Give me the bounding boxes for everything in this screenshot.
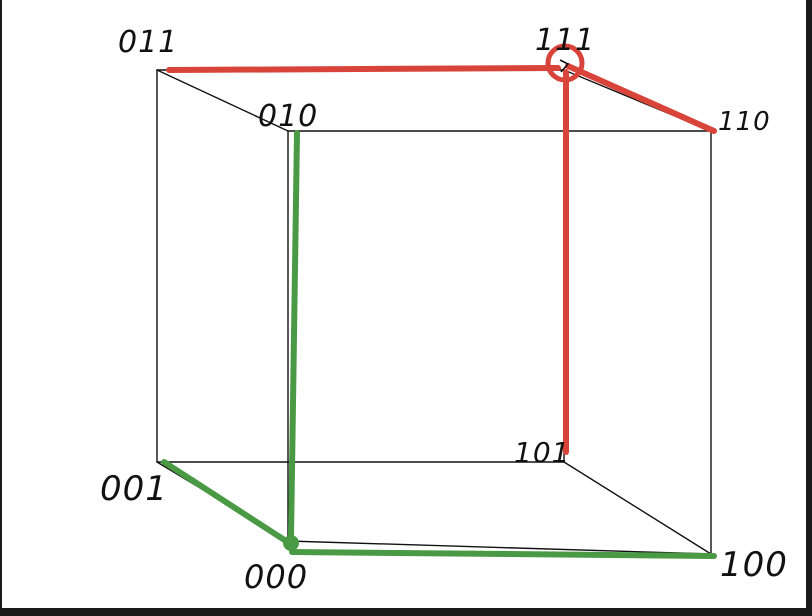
highlight-n111-n110 [565, 63, 717, 134]
node-label-011: 011 [118, 25, 178, 60]
highlight-n000-n100 [289, 549, 717, 559]
node-label-100: 100 [720, 545, 788, 585]
node-markers [283, 43, 585, 551]
node-labels: 000 001 010 011 100 101 110 111 [100, 23, 788, 596]
highlighted-paths [161, 63, 717, 559]
hypercube-diagram: 000 001 010 011 100 101 110 111 [100, 23, 788, 596]
circled-node-ring [545, 43, 585, 83]
highlight-n000-n010 [288, 130, 300, 541]
highlight-n000-n001 [161, 459, 289, 544]
node-label-000: 000 [244, 558, 308, 596]
start-node-dot [283, 535, 299, 551]
node-label-001: 001 [100, 469, 168, 509]
circled-node-mark [559, 59, 570, 73]
cube-edges [156, 69, 712, 555]
node-label-010: 010 [258, 99, 318, 134]
whiteboard-canvas: 000 001 010 011 100 101 110 111 [2, 0, 806, 608]
node-label-111: 111 [535, 23, 595, 58]
edge-n100-n101 [563, 461, 712, 555]
node-label-101: 101 [514, 436, 570, 469]
highlight-n111-n011 [166, 65, 561, 73]
edge-n000-n100 [287, 540, 712, 555]
node-label-110: 110 [718, 107, 771, 137]
edge-n010-n011 [156, 69, 289, 132]
